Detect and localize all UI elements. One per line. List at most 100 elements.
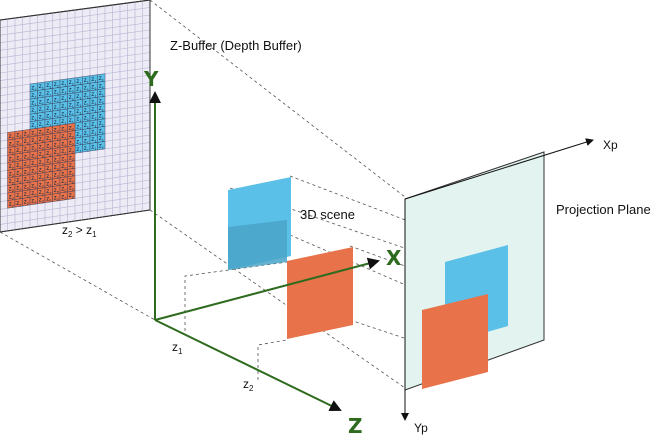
grid-line: [0, 22, 151, 44]
depth-value: z2: [31, 176, 37, 183]
depth-value: z2: [61, 149, 67, 156]
depth-value: z2: [61, 141, 67, 148]
depth-value: z2: [39, 130, 45, 137]
depth-value: z2: [9, 202, 15, 209]
depth-value: z2: [54, 195, 60, 202]
depth-value: z2: [24, 169, 30, 176]
depth-value: z1: [46, 83, 52, 90]
depth-value: z2: [61, 157, 67, 164]
depth-value: z1: [61, 104, 67, 111]
orange-square-projected: [422, 294, 488, 389]
depth-value: z2: [31, 199, 37, 206]
grid-line: [0, 52, 151, 74]
depth-value: z2: [69, 148, 75, 155]
depth-value: z1: [84, 138, 90, 145]
depth-value: z1: [61, 119, 67, 126]
depth-value: z1: [54, 97, 60, 104]
depth-comparison-label: z2 > z1: [62, 223, 97, 239]
depth-value: z2: [69, 163, 75, 170]
grid-line: [0, 44, 151, 66]
depth-value: z2: [61, 126, 67, 133]
depth-value: z2: [31, 168, 37, 175]
depth-value: z1: [76, 132, 82, 139]
depth-value: z2: [16, 148, 22, 155]
depth-value: z2: [46, 159, 52, 166]
depth-value: z1: [84, 86, 90, 93]
depth-value: z2: [9, 134, 15, 141]
grid-line: [0, 14, 151, 36]
depth-cell: [97, 141, 106, 151]
depth-value: z1: [91, 100, 97, 107]
depth-value: z2: [54, 173, 60, 180]
depth-value: z1: [91, 145, 97, 152]
depth-value: z1: [91, 137, 97, 144]
depth-value: z2: [16, 201, 22, 208]
depth-value: z1: [31, 108, 37, 115]
depth-value: z2: [54, 127, 60, 134]
depth-value: z1: [84, 93, 90, 100]
depth-value: z2: [16, 133, 22, 140]
depth-value: z1: [31, 85, 37, 92]
depth-value: z2: [24, 200, 30, 207]
depth-value: z1: [54, 82, 60, 89]
depth-value: z2: [61, 194, 67, 201]
blue-square-hidden-part: [228, 220, 287, 270]
depth-value: z1: [99, 144, 105, 151]
depth-value: z2: [69, 178, 75, 185]
depth-value: z1: [69, 118, 75, 125]
depth-value: z1: [76, 79, 82, 86]
depth-value: z2: [39, 167, 45, 174]
depth-value: z2: [46, 144, 52, 151]
depth-value: z2: [69, 133, 75, 140]
depth-value: z1: [99, 121, 105, 128]
depth-value: z2: [9, 164, 15, 171]
depth-value: z2: [9, 179, 15, 186]
depth-value: z2: [54, 188, 60, 195]
depth-value: z1: [84, 116, 90, 123]
depth-value: z1: [61, 96, 67, 103]
depth-cell: [67, 190, 76, 200]
depth-value: z2: [54, 165, 60, 172]
depth-value: z1: [31, 100, 37, 107]
depth-value: z2: [24, 185, 30, 192]
zbuffer-title: Z-Buffer (Depth Buffer): [170, 38, 302, 53]
depth-value: z1: [99, 91, 105, 98]
yp-label: Yp: [414, 421, 428, 435]
y-axis-label: Y: [143, 67, 159, 91]
depth-value: z1: [39, 92, 45, 99]
depth-value: z2: [9, 172, 15, 179]
depth-value: z1: [69, 95, 75, 102]
depth-value: z1: [84, 101, 90, 108]
orange-square-3d: [287, 247, 353, 339]
depth-value: z1: [39, 122, 45, 129]
depth-value: z2: [61, 134, 67, 141]
depth-value: z2: [46, 181, 52, 188]
depth-value: z2: [46, 196, 52, 203]
depth-value: z1: [76, 117, 82, 124]
depth-value: z2: [31, 191, 37, 198]
depth-value: z2: [61, 172, 67, 179]
depth-value: z1: [91, 115, 97, 122]
depth-value: z2: [31, 146, 37, 153]
depth-value: z2: [9, 141, 15, 148]
depth-value: z2: [69, 125, 75, 132]
depth-value: z1: [84, 78, 90, 85]
depth-value: z2: [54, 158, 60, 165]
depth-value: z2: [39, 182, 45, 189]
depth-value: z2: [46, 128, 52, 135]
depth-value: z1: [61, 89, 67, 96]
depth-value: z1: [84, 146, 90, 153]
depth-value: z2: [61, 179, 67, 186]
depth-value: z1: [76, 87, 82, 94]
depth-value: z1: [46, 98, 52, 105]
depth-value: z2: [24, 154, 30, 161]
depth-value: z2: [16, 171, 22, 178]
depth-value: z1: [84, 108, 90, 115]
depth-value: z2: [39, 137, 45, 144]
depth-value: z2: [46, 166, 52, 173]
xp-label: Xp: [603, 138, 618, 152]
depth-value: z1: [54, 120, 60, 127]
z-axis: [154, 319, 342, 412]
depth-value: z1: [99, 99, 105, 106]
